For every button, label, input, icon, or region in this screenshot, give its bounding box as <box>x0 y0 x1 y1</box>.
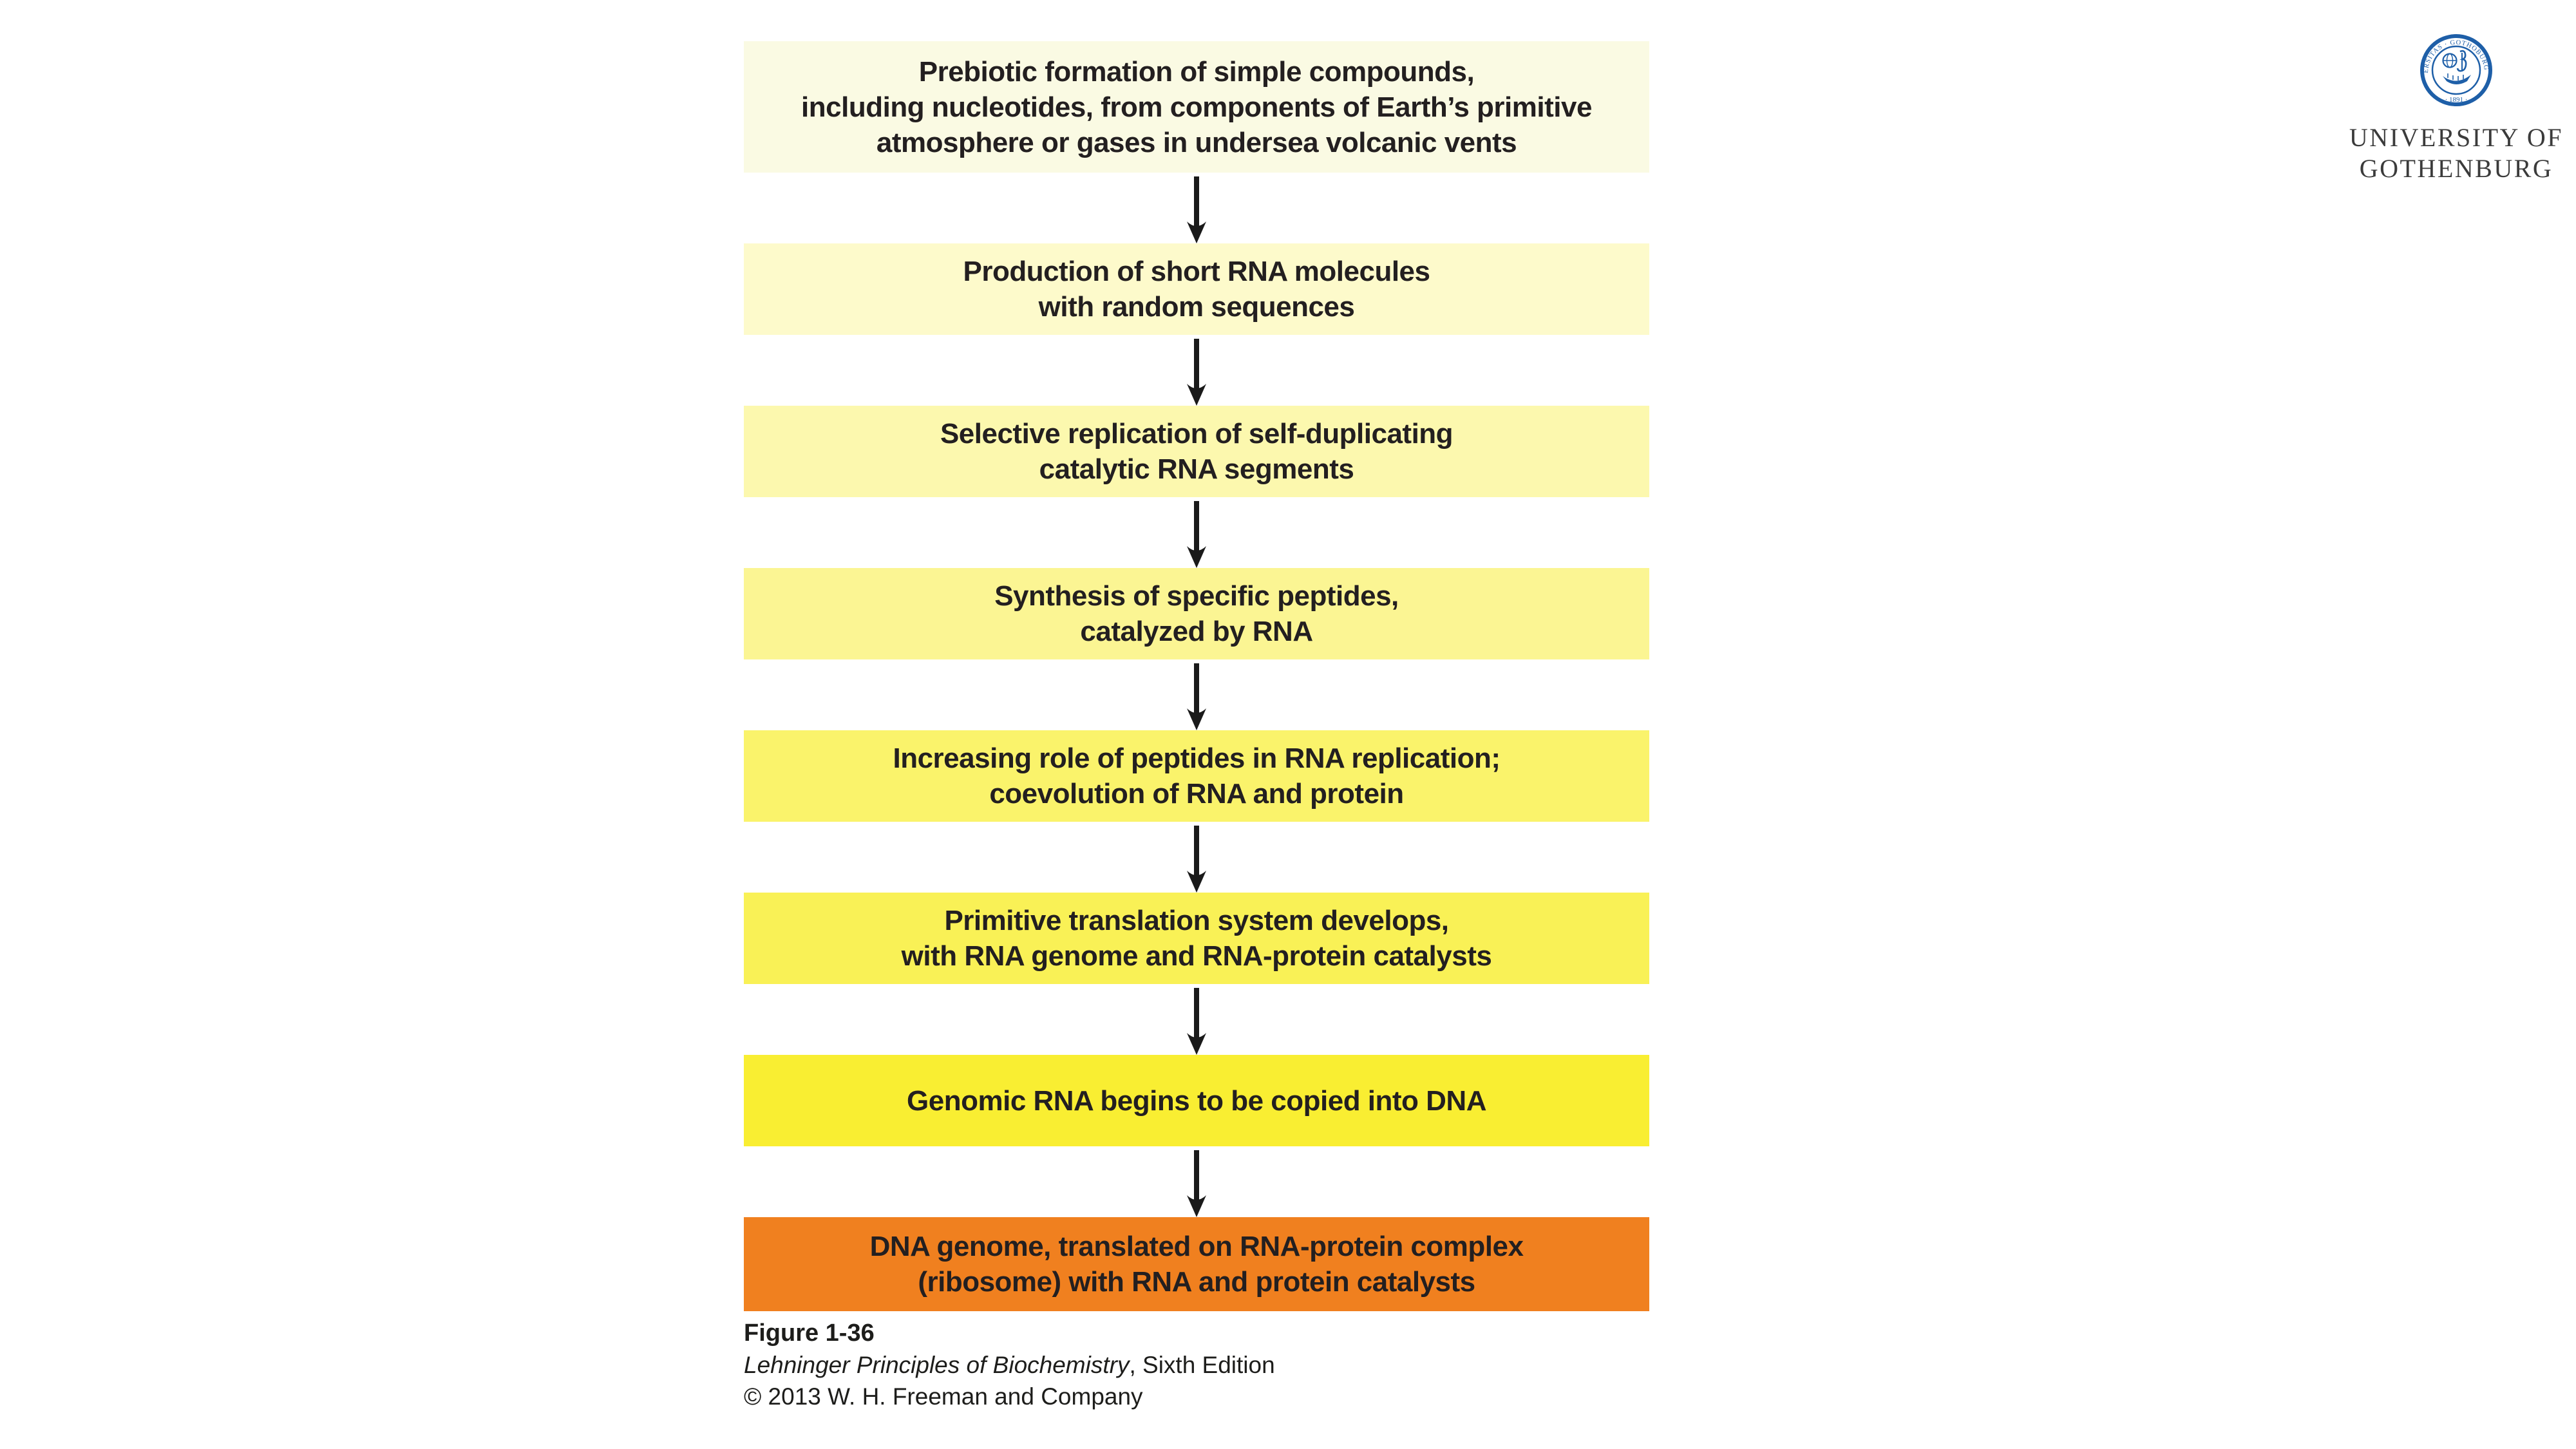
down-arrow-icon <box>1187 663 1206 730</box>
flow-step-8: DNA genome, translated on RNA-protein co… <box>744 1217 1649 1311</box>
flow-arrow-1 <box>744 173 1649 243</box>
flow-step-7-line-1: Genomic RNA begins to be copied into DNA <box>907 1084 1486 1117</box>
flow-step-2-line-2: with random sequences <box>1038 291 1355 323</box>
flow-step-2-line-1: Production of short RNA molecules <box>963 256 1430 287</box>
flow-step-8-line-2: (ribosome) with RNA and protein catalyst… <box>918 1266 1475 1298</box>
flow-step-1-line-2: including nucleotides, from components o… <box>801 91 1592 123</box>
flow-step-6: Primitive translation system develops, w… <box>744 893 1649 984</box>
down-arrow-icon <box>1187 176 1206 243</box>
flow-step-8-line-1: DNA genome, translated on RNA-protein co… <box>869 1231 1524 1262</box>
flow-step-4-line-2: catalyzed by RNA <box>1080 616 1313 647</box>
flow-step-4: Synthesis of specific peptides, catalyze… <box>744 568 1649 659</box>
flow-arrow-2 <box>744 335 1649 406</box>
flow-step-1: Prebiotic formation of simple compounds,… <box>744 41 1649 173</box>
flow-step-6-line-1: Primitive translation system develops, <box>944 905 1449 936</box>
copyright-line: © 2013 W. H. Freeman and Company <box>744 1383 1143 1410</box>
wordmark-line-1: UNIVERSITY OF <box>2349 123 2564 152</box>
down-arrow-icon <box>1187 826 1206 893</box>
university-wordmark: UNIVERSITY OF GOTHENBURG <box>2349 122 2563 184</box>
source-line: Lehninger Principles of Biochemistry, Si… <box>744 1349 1275 1381</box>
seal-year: · 1891 · <box>2445 96 2468 104</box>
flow-step-6-line-2: with RNA genome and RNA-protein catalyst… <box>901 940 1492 972</box>
flowchart: Prebiotic formation of simple compounds,… <box>744 41 1649 1311</box>
down-arrow-icon <box>1187 501 1206 568</box>
book-title: Lehninger Principles of Biochemistry <box>744 1352 1130 1378</box>
flow-step-3: Selective replication of self-duplicatin… <box>744 406 1649 497</box>
down-arrow-icon <box>1187 988 1206 1055</box>
down-arrow-icon <box>1187 1150 1206 1217</box>
flow-step-5-line-1: Increasing role of peptides in RNA repli… <box>893 743 1501 774</box>
flow-arrow-5 <box>744 822 1649 893</box>
flow-step-3-line-1: Selective replication of self-duplicatin… <box>940 418 1454 450</box>
down-arrow-icon <box>1187 339 1206 406</box>
flow-arrow-7 <box>744 1146 1649 1217</box>
university-seal-icon: UNIVERSITAS · GOTHOBURGENSIS · 1891 · <box>2420 33 2492 106</box>
wordmark-line-2: GOTHENBURG <box>2359 154 2553 183</box>
flow-arrow-4 <box>744 659 1649 730</box>
flow-step-5: Increasing role of peptides in RNA repli… <box>744 730 1649 822</box>
figure-caption: Figure 1-36 Lehninger Principles of Bioc… <box>744 1318 1275 1412</box>
flow-step-1-line-3: atmosphere or gases in undersea volcanic… <box>876 126 1517 158</box>
book-edition: , Sixth Edition <box>1129 1352 1275 1378</box>
flow-arrow-6 <box>744 984 1649 1055</box>
flow-step-7: Genomic RNA begins to be copied into DNA <box>744 1055 1649 1146</box>
figure-number: Figure 1-36 <box>744 1320 875 1347</box>
university-logo: UNIVERSITAS · GOTHOBURGENSIS · 1891 · UN… <box>2336 33 2576 184</box>
flow-step-3-line-2: catalytic RNA segments <box>1039 453 1354 485</box>
flow-step-1-line-1: Prebiotic formation of simple compounds, <box>918 55 1475 88</box>
flow-step-4-line-1: Synthesis of specific peptides, <box>994 580 1399 612</box>
flow-step-2: Production of short RNA molecules with r… <box>744 243 1649 335</box>
flow-arrow-3 <box>744 497 1649 568</box>
flow-step-5-line-2: coevolution of RNA and protein <box>989 778 1404 810</box>
